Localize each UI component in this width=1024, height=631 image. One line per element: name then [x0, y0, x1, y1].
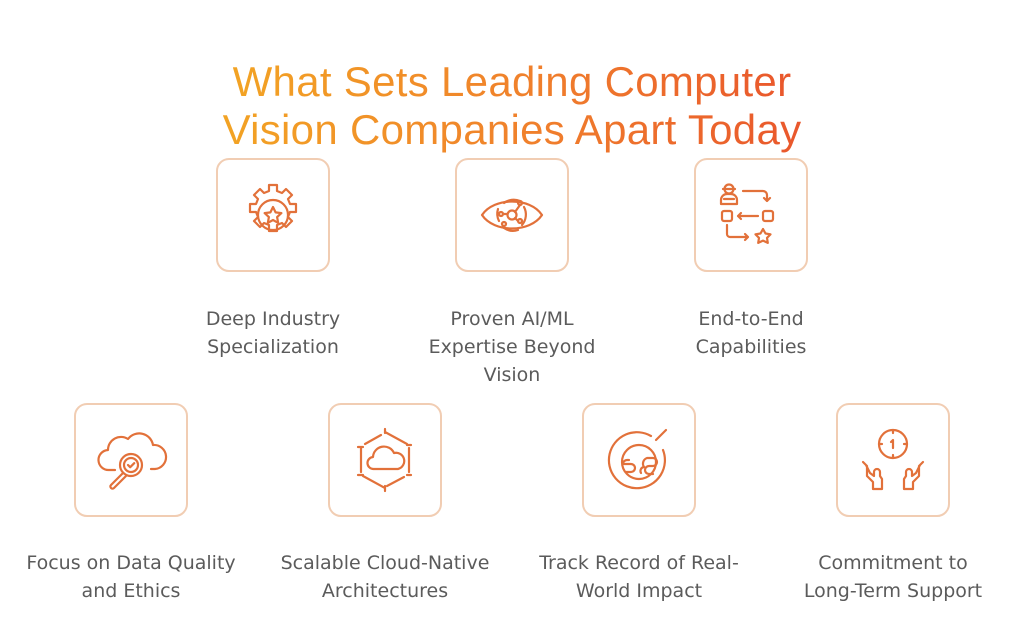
title-line-1: What Sets Leading Computer: [232, 58, 792, 106]
globe-impact-icon: [607, 428, 668, 490]
eye-circuit-icon: [480, 198, 544, 232]
title-line-2: Vision Companies Apart Today: [222, 106, 802, 154]
item-label-data-quality-ethics: Focus on Data Quality and Ethics: [26, 552, 236, 602]
item-label-deep-industry-specialization: Deep Industry Specialization: [205, 308, 341, 358]
item-label-end-to-end-capabilities: End-to-End Capabilities: [695, 308, 807, 358]
card-deep-industry-specialization: [216, 158, 330, 272]
card-real-world-impact: [582, 403, 696, 517]
item-label-long-term-support: Commitment to Long-Term Support: [803, 552, 983, 602]
hands-clock-icon: [861, 428, 925, 491]
card-end-to-end-capabilities: [694, 158, 808, 272]
item-label-cloud-native-architectures: Scalable Cloud-Native Architectures: [280, 552, 490, 602]
cloud-search-check-icon: [97, 432, 168, 490]
item-label-real-world-impact: Track Record of Real- World Impact: [539, 552, 739, 602]
workflow-icon: [719, 183, 775, 244]
card-data-quality-ethics: [74, 403, 188, 517]
page-title: What Sets Leading Computer Vision Compan…: [0, 58, 1024, 154]
card-cloud-native-architectures: [328, 403, 442, 517]
card-proven-ai-ml: [455, 158, 569, 272]
card-long-term-support: [836, 403, 950, 517]
gear-star-icon: [248, 183, 298, 233]
cloud-hexagon-icon: [356, 427, 413, 493]
item-label-proven-ai-ml: Proven AI/ML Expertise Beyond Vision: [428, 308, 596, 386]
